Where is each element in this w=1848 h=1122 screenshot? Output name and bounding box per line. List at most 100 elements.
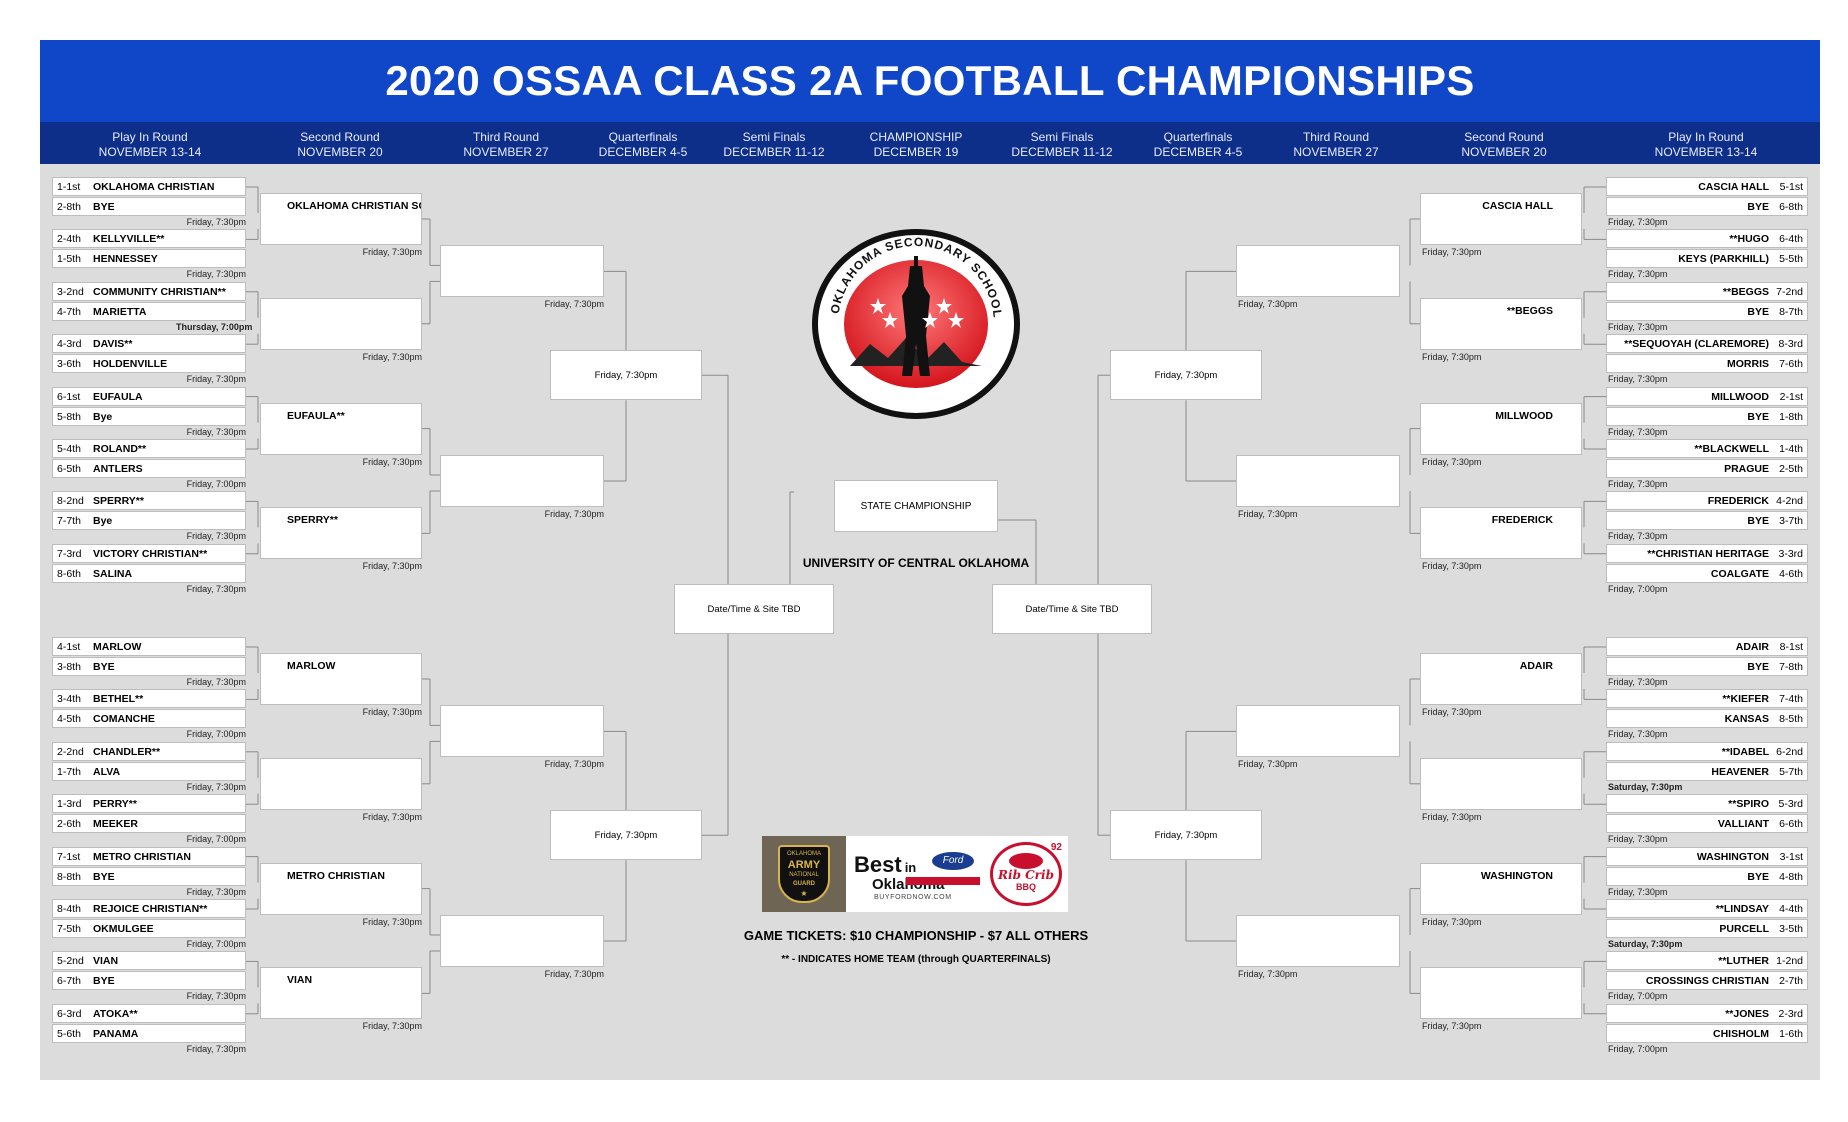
second-round-slot[interactable]: OKLAHOMA CHRISTIAN SC [260,193,422,245]
third-round-slot[interactable] [440,915,604,967]
team-name: MEEKER [93,818,138,831]
second-round-slot[interactable] [1420,757,1582,810]
second-round-slot[interactable]: WASHINGTON [1420,862,1582,915]
second-round-slot[interactable]: ADAIR [1420,653,1582,705]
second-round-slot[interactable]: MILLWOOD [1420,402,1582,455]
slot-team: SPERRY** [287,514,338,527]
third-round-slot[interactable] [1236,915,1400,967]
second-round-slot[interactable]: VIAN [260,967,422,1020]
state-championship-box[interactable]: STATE CHAMPIONSHIP [834,480,998,532]
second-round-slot[interactable]: METRO CHRISTIAN [260,862,422,915]
semifinal-label: Date/Time & Site TBD [707,603,801,615]
quarterfinal-slot[interactable]: Friday, 7:30pm [1110,810,1262,861]
game-time: Friday, 7:00pm [1608,583,1668,594]
quarterfinal-slot[interactable]: Friday, 7:30pm [550,810,702,861]
third-round-slot[interactable] [440,705,604,758]
second-round-slot[interactable]: MARLOW [260,653,422,705]
third-round-slot[interactable] [440,455,604,507]
third-round-slot[interactable] [1236,455,1400,507]
third-round-slot[interactable] [1236,705,1400,758]
third-round-slot[interactable] [1236,245,1400,298]
second-round-slot[interactable] [260,297,422,350]
quarterfinal-slot[interactable]: Friday, 7:30pm [1110,350,1262,401]
second-round-slot[interactable]: EUFAULA** [260,402,422,455]
second-round-slot[interactable] [260,757,422,810]
second-round-slot[interactable]: FREDERICK [1420,507,1582,560]
team-entry[interactable]: **SEQUOYAH (CLAREMORE)8-3rd [1606,334,1808,354]
semifinal-slot[interactable]: Date/Time & Site TBD [674,584,834,634]
quarterfinal-slot[interactable]: Friday, 7:30pm [550,350,702,401]
second-round-slot[interactable]: SPERRY** [260,507,422,560]
semifinal-slot[interactable]: Date/Time & Site TBD [992,584,1152,634]
second-round-slot[interactable]: CASCIA HALL [1420,193,1582,245]
second-round-slot[interactable] [1420,967,1582,1020]
second-round-slot[interactable]: **BEGGS [1420,297,1582,350]
team-seed: 2-8th [57,201,81,213]
third-round-slot[interactable] [440,245,604,298]
team-entry[interactable]: KEYS (PARKHILL)5-5th [1606,249,1808,269]
